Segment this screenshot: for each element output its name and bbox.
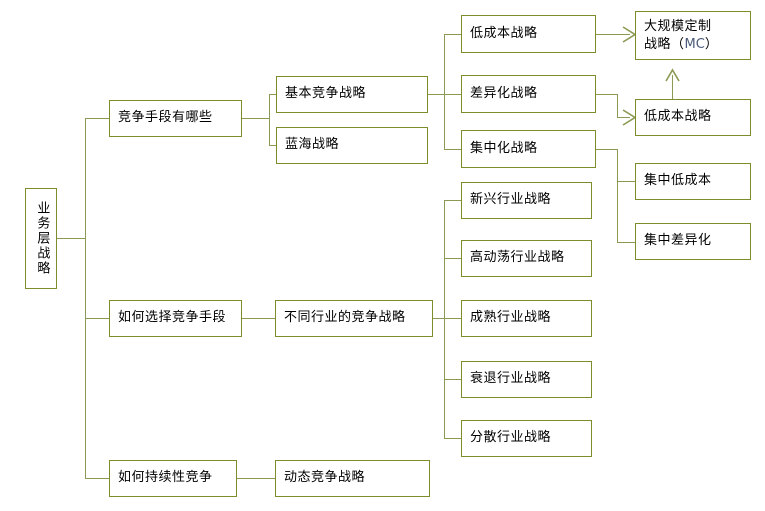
node-mass-customization-strategy[interactable]: 大规模定制战略（MC）	[635, 11, 751, 60]
node-basic-competitive-strategy[interactable]: 基本竞争战略	[276, 76, 428, 113]
edge-industry-to-1	[444, 200, 461, 201]
node-mature-industry-strategy[interactable]: 成熟行业战略	[461, 300, 592, 337]
node-focus-differentiation[interactable]: 集中差异化	[635, 223, 751, 260]
edge-industry-out	[433, 318, 445, 319]
edge-branch1-trunk	[269, 94, 270, 146]
edge-industry-to-2	[444, 258, 461, 259]
edge-diff-to-rightlowcost	[596, 94, 618, 95]
node-root[interactable]: 业务层战略	[25, 188, 57, 289]
edge-branch3-to-dynamic	[237, 478, 275, 479]
edge-main-trunk	[85, 118, 86, 478]
edge-basic-trunk	[444, 34, 445, 150]
node-declining-industry-strategy[interactable]: 衰退行业战略	[461, 361, 592, 398]
node-dynamic-competition-strategy[interactable]: 动态竞争战略	[275, 460, 430, 497]
node-turbulent-industry-strategy[interactable]: 高动荡行业战略	[461, 240, 592, 277]
node-branch-competitive-means[interactable]: 竞争手段有哪些	[109, 100, 242, 137]
edge-focus-to-focuslowcost	[617, 181, 635, 182]
edge-industry-to-4	[444, 379, 461, 380]
edge-focus-out	[596, 149, 618, 150]
edge-trunk-to-branch-1	[85, 118, 109, 119]
edge-basic-out	[428, 94, 445, 95]
edge-trunk-to-branch-3	[85, 478, 109, 479]
node-low-cost-strategy[interactable]: 低成本战略	[461, 15, 596, 53]
mc-abbrev: MC	[684, 36, 705, 52]
edge-basic-to-diff	[444, 94, 461, 95]
edge-basic-to-focus	[444, 149, 461, 150]
edge-diff-riser	[617, 94, 618, 117]
node-differentiation-strategy[interactable]: 差异化战略	[461, 75, 596, 113]
edge-basic-to-lowcost	[444, 34, 461, 35]
edge-trunk-to-branch-2	[85, 318, 109, 319]
node-focus-low-cost[interactable]: 集中低成本	[635, 163, 751, 200]
edge-rightlowcost-to-mc	[672, 75, 673, 99]
node-industry-competitive-strategy[interactable]: 不同行业的竞争战略	[275, 300, 433, 337]
edge-branch1-out	[242, 118, 270, 119]
node-low-cost-strategy-right[interactable]: 低成本战略	[635, 99, 751, 136]
edge-focus-trunk	[617, 149, 618, 242]
node-emerging-industry-strategy[interactable]: 新兴行业战略	[461, 182, 592, 219]
node-branch-sustained-competition[interactable]: 如何持续性竞争	[109, 460, 237, 497]
edge-lowcost-to-mc	[596, 34, 630, 35]
node-focus-strategy[interactable]: 集中化战略	[461, 130, 596, 168]
edge-focus-to-focusdiff	[617, 242, 635, 243]
node-fragmented-industry-strategy[interactable]: 分散行业战略	[461, 420, 592, 457]
node-branch-how-to-choose[interactable]: 如何选择竞争手段	[109, 300, 242, 337]
edge-industry-to-5	[444, 438, 461, 439]
edge-diff-to-rightlowcost-2	[617, 117, 630, 118]
node-blue-ocean-strategy[interactable]: 蓝海战略	[276, 127, 428, 164]
edge-industry-to-3	[444, 318, 461, 319]
edge-branch2-to-industry	[242, 318, 275, 319]
edge-root-stub	[56, 238, 86, 239]
edge-industry-trunk	[444, 200, 445, 438]
mc-label-text: 大规模定制战略（MC）	[644, 18, 719, 52]
